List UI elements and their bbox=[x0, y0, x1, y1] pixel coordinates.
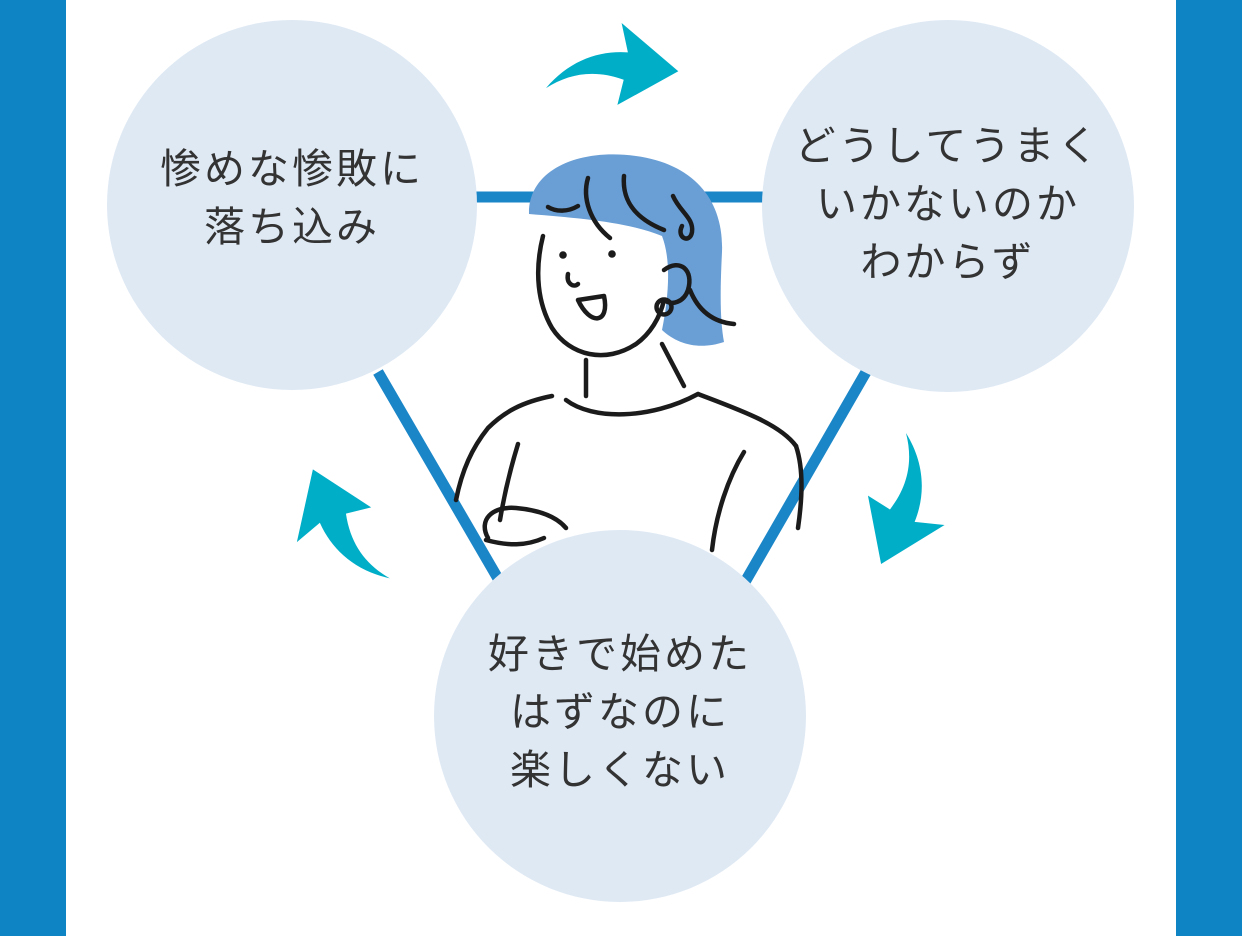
node-bottom-line-2: はずなのに bbox=[510, 688, 730, 736]
connector-left-bottom bbox=[373, 369, 505, 585]
node-bottom-line-3: 楽しくない bbox=[510, 746, 730, 794]
arrow-left-up bbox=[270, 453, 405, 609]
node-right-text: どうしてうまく いかないのか わからず bbox=[795, 117, 1102, 291]
node-right-line-2: いかないのか bbox=[816, 180, 1080, 228]
node-left-line-2: 落ち込み bbox=[204, 203, 380, 251]
node-bottom-text: 好きで始めた はずなのに 楽しくない bbox=[488, 625, 752, 799]
node-left-text: 惨めな惨敗に 落ち込み bbox=[160, 140, 424, 256]
node-right-line-1: どうしてうまく bbox=[794, 122, 1102, 170]
node-right: どうしてうまく いかないのか わからず bbox=[762, 20, 1134, 392]
node-bottom-line-1: 好きで始めた bbox=[488, 630, 752, 678]
hair-shape bbox=[528, 154, 724, 346]
node-bottom: 好きで始めた はずなのに 楽しくない bbox=[434, 530, 806, 902]
arrow-top bbox=[546, 23, 679, 105]
woman-illustration-icon bbox=[453, 154, 804, 553]
connector-right-bottom bbox=[740, 369, 871, 585]
node-left: 惨めな惨敗に 落ち込み bbox=[107, 20, 477, 390]
node-right-line-3: わからず bbox=[860, 238, 1036, 286]
arrow-right-down bbox=[849, 427, 968, 579]
node-left-line-1: 惨めな惨敗に bbox=[160, 145, 424, 193]
